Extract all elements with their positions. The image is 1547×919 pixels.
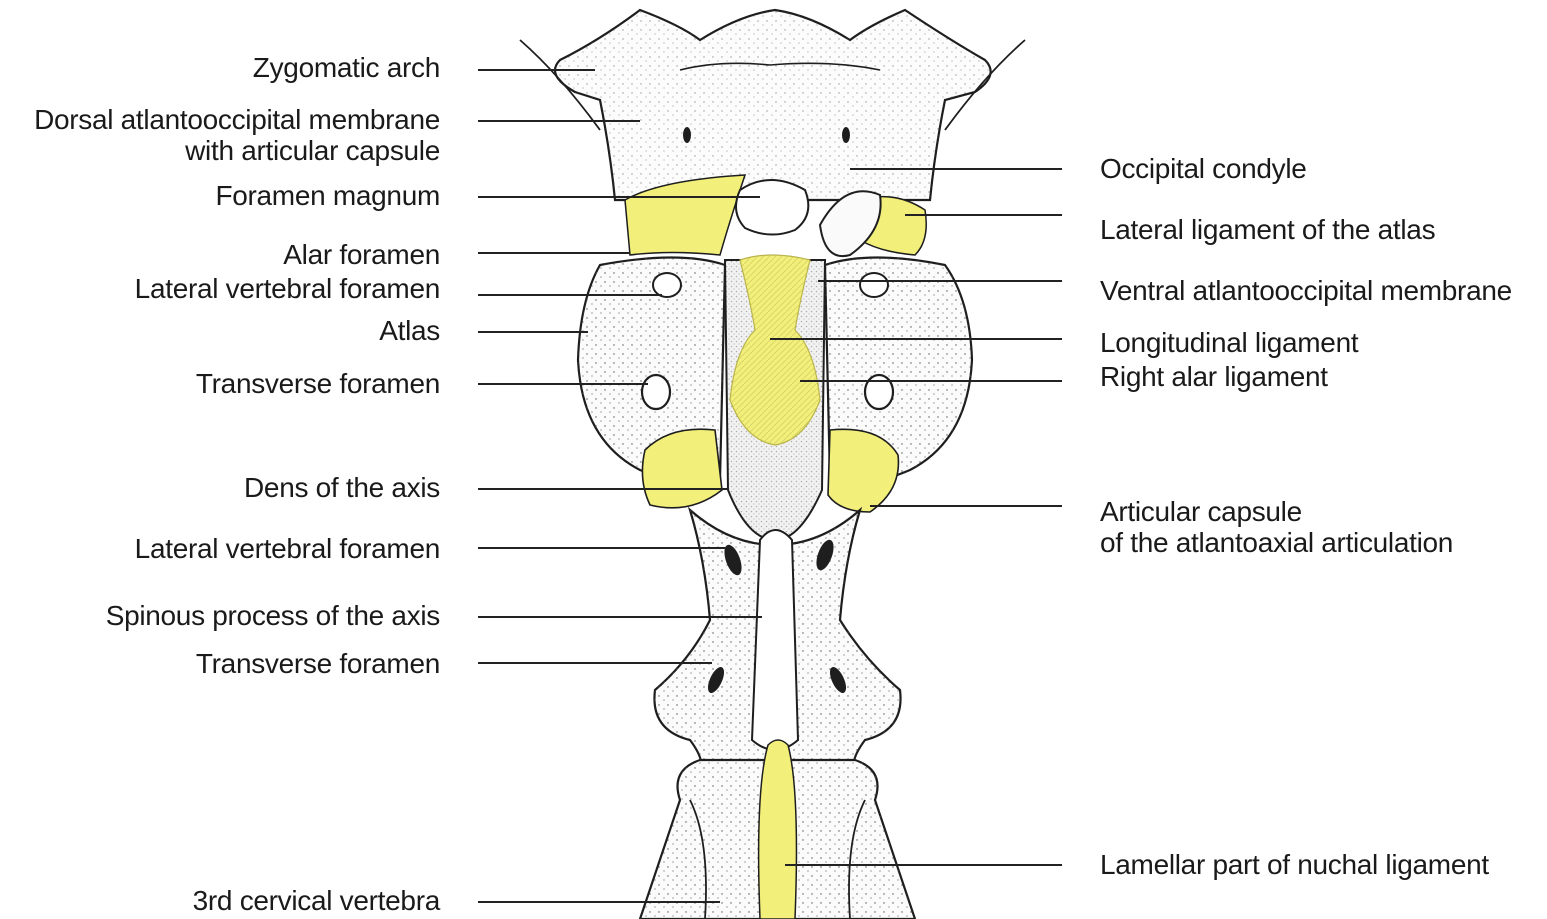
- label-right-alar-ligament: Right alar ligament: [1100, 361, 1328, 392]
- label-zygomatic-arch: Zygomatic arch: [253, 52, 440, 83]
- label-lateral-vertebral-foramen-1: Lateral vertebral foramen: [135, 273, 440, 304]
- nuchal-ligament-shape: [759, 740, 797, 919]
- label-spinous-process-of-the-axis: Spinous process of the axis: [106, 600, 440, 631]
- label-ventral-atlantooccipital-membrane: Ventral atlantooccipital membrane: [1100, 275, 1512, 306]
- foramen-magnum-shape: [736, 180, 808, 235]
- skull-base: [520, 10, 1025, 200]
- label-transverse-foramen-2: Transverse foramen: [196, 648, 440, 679]
- label-lamellar-part-of-nuchal-ligament: Lamellar part of nuchal ligament: [1100, 849, 1489, 880]
- label-alar-foramen: Alar foramen: [283, 239, 440, 270]
- label-longitudinal-ligament: Longitudinal ligament: [1100, 327, 1358, 358]
- label-lateral-vertebral-foramen-2: Lateral vertebral foramen: [135, 533, 440, 564]
- label-lateral-ligament-of-the-atlas: Lateral ligament of the atlas: [1100, 214, 1435, 245]
- label-3rd-cervical-vertebra: 3rd cervical vertebra: [193, 885, 440, 916]
- label-atlas: Atlas: [379, 315, 440, 346]
- label-foramen-magnum: Foramen magnum: [215, 180, 440, 211]
- label-dens-of-the-axis: Dens of the axis: [244, 472, 440, 503]
- label-occipital-condyle: Occipital condyle: [1100, 153, 1307, 184]
- label-transverse-foramen-1: Transverse foramen: [196, 368, 440, 399]
